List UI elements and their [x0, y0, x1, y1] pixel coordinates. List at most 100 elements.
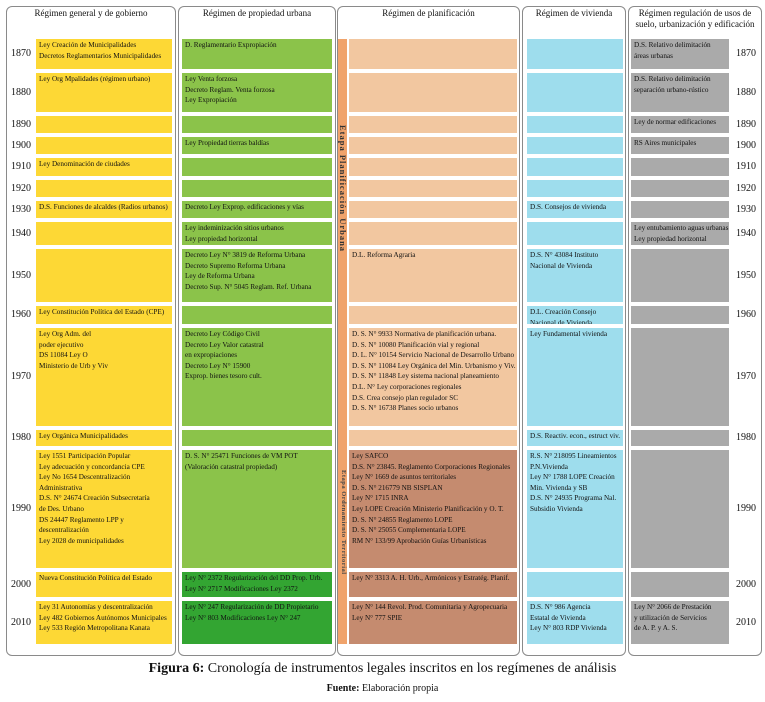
cell-line: Ley LOPE Creación Ministerio Planificaci…: [352, 504, 504, 513]
cell-line: Decretos Reglamentarios Municipalidades: [39, 51, 162, 60]
general-cell: [36, 180, 172, 197]
cell-line: Decreto Ley N° 3819 de Reforma Urbana: [185, 251, 306, 259]
year-label-left: 1890: [11, 118, 31, 130]
cell-line: Ley Venta forzosa: [185, 75, 238, 83]
cell-line: Ley N° 3313 A. H. Urb., Armónicos y Estr…: [352, 574, 510, 582]
cell-line: Ley entubamiento aguas urbanas: [634, 224, 729, 232]
vivienda-cell: D.S. Reactiv. econ., estruct viv.: [527, 430, 623, 446]
cell-line: Ley Denominación de ciudades: [39, 160, 130, 168]
column-header-planificacion: Régimen de planificación: [382, 8, 475, 18]
cell-line: Nacional de Vivienda: [530, 261, 593, 270]
general-cell: Nueva Constitución Política del Estado: [36, 572, 172, 597]
cell-line: Administrativa: [39, 483, 83, 492]
vivienda-cell: D.S. Consejos de vivienda: [527, 201, 623, 218]
cell-line: en expropiaciones: [185, 351, 238, 360]
figure-caption: Figura 6: Cronología de instrumentos leg…: [148, 661, 617, 676]
cell-line: DS 24447 Reglamento LPP y: [39, 515, 124, 524]
vivienda-cell: Ley Fundamental vivienda: [527, 328, 623, 426]
cell-line: D. S. N° 10080 Planificación vial y regi…: [352, 340, 480, 349]
cell-line: D. S. N° 24855 Reglamento LOPE: [352, 515, 453, 524]
cell-line: Ley Org Adm. del: [39, 330, 92, 338]
suelo-cell: RS Aires municipales: [631, 137, 729, 154]
general-cell: Ley Orgánica Municipalidades: [36, 430, 172, 446]
year-label-left: 1930: [11, 203, 31, 215]
propiedad-cell: Decreto Ley Exprop. edificaciones y vías: [182, 201, 332, 218]
cell-line: Exprop. bienes tesoro cult.: [185, 372, 262, 381]
cell-line: separación urbano-rústico: [634, 85, 709, 94]
suelo-cell: Ley de normar edificaciones: [631, 116, 729, 133]
cell-line: D.S. Crea consejo plan regulador SC: [352, 393, 458, 402]
general-cell: [36, 249, 172, 302]
cell-line: D. L. N° 10154 Servicio Nacional de Desa…: [352, 351, 515, 360]
year-label-right: 1900: [736, 139, 756, 151]
cell-line: Ley N° 1669 de asuntos territoriales: [352, 473, 457, 482]
cell-line: Ley N° 777 SPIE: [352, 613, 403, 622]
figure-source: Fuente: Elaboración propia: [326, 683, 439, 694]
cell-line: Ley propiedad horizontal: [185, 234, 258, 243]
year-label-right: 2010: [736, 616, 756, 628]
propiedad-cell: Ley N° 247 Regularización de DD Propieta…: [182, 601, 332, 644]
cell-line: D.S. N° 986 Agencia: [530, 603, 591, 611]
cell-line: Ley N° 2717 Modificaciones Ley 2372: [185, 584, 298, 593]
cell-line: D.S. N° 24674 Creación Subsecretaría: [39, 494, 150, 503]
year-label-right: 1890: [736, 118, 756, 130]
suelo-cell: [631, 201, 729, 218]
column-header-general: Régimen general y de gobierno: [34, 8, 148, 18]
cell-line: RM N° 133/99 Aprobación Guías Urbanístic…: [352, 536, 487, 545]
cell-line: D. S. N° 11848 Ley sistema nacional plan…: [352, 372, 499, 381]
propiedad-cell: [182, 306, 332, 324]
general-cell: [36, 222, 172, 245]
cell-line: Decreto Ley Exprop. edificaciones y vías: [185, 203, 304, 211]
year-label-right: 1950: [736, 269, 756, 281]
year-label-right: 1990: [736, 503, 756, 514]
cell-line: Ley Fundamental vivienda: [530, 330, 608, 338]
cell-line: Decreto Ley N° 15900: [185, 361, 251, 370]
cell-line: descentralización: [39, 526, 89, 535]
cell-line: D.L. Creación Consejo: [530, 308, 597, 316]
year-label-left: 1940: [11, 227, 31, 239]
year-label-right: 1920: [736, 182, 756, 194]
cell-line: y utilización de Servicios: [634, 613, 707, 622]
cell-line: R.S. N° 218095 Lineamientos: [530, 452, 617, 460]
general-cell: Ley Constitución Política del Estado (CP…: [36, 306, 172, 324]
propiedad-cell: Ley Propiedad tierras baldías: [182, 137, 332, 154]
vivienda-cell: [527, 116, 623, 133]
general-cell: [36, 137, 172, 154]
cell-line: D.S. Funciones de alcaldes (Radios urban…: [39, 203, 168, 211]
general-cell: Ley Denominación de ciudades: [36, 158, 172, 176]
cell-line: Ley propiedad horizontal: [634, 234, 707, 243]
year-label-left: 1900: [11, 139, 31, 151]
planificacion-cell: [349, 39, 517, 69]
cell-line: Ley N° 247 Regularización de DD Propieta…: [185, 603, 319, 611]
cell-line: áreas urbanas: [634, 51, 673, 60]
planificacion-cell: [349, 137, 517, 154]
cell-line: D. S. N° 9933 Normativa de planificación…: [352, 330, 497, 338]
cell-line: Decreto Supremo Reforma Urbana: [185, 261, 286, 270]
cell-line: D.S. Consejos de vivienda: [530, 203, 607, 211]
cell-line: D.L. N° Ley corporaciones regionales: [352, 382, 462, 391]
cell-line: Decreto Reglam. Venta forzosa: [185, 85, 275, 94]
year-label-right: 1970: [736, 371, 756, 382]
column-header-vivienda: Régimen de vivienda: [535, 8, 613, 18]
suelo-cell: [631, 328, 729, 426]
cell-line: Min. Vivienda y SB: [530, 483, 588, 492]
cell-line: Ley Org Mpalidades (régimen urbano): [39, 75, 151, 83]
planificacion-cell: [349, 73, 517, 112]
cell-line: D.S. Reactiv. econ., estruct viv.: [530, 432, 621, 440]
planificacion-cell: D.L. Reforma Agraria: [349, 249, 517, 302]
planificacion-cell: [349, 430, 517, 446]
general-cell: [36, 116, 172, 133]
year-label-left: 1980: [11, 432, 31, 443]
cell-line: Ley de Reforma Urbana: [185, 272, 255, 281]
cell-line: RS Aires municipales: [634, 139, 697, 147]
planificacion-cell: Ley N° 3313 A. H. Urb., Armónicos y Estr…: [349, 572, 517, 597]
vivienda-cell: [527, 180, 623, 197]
